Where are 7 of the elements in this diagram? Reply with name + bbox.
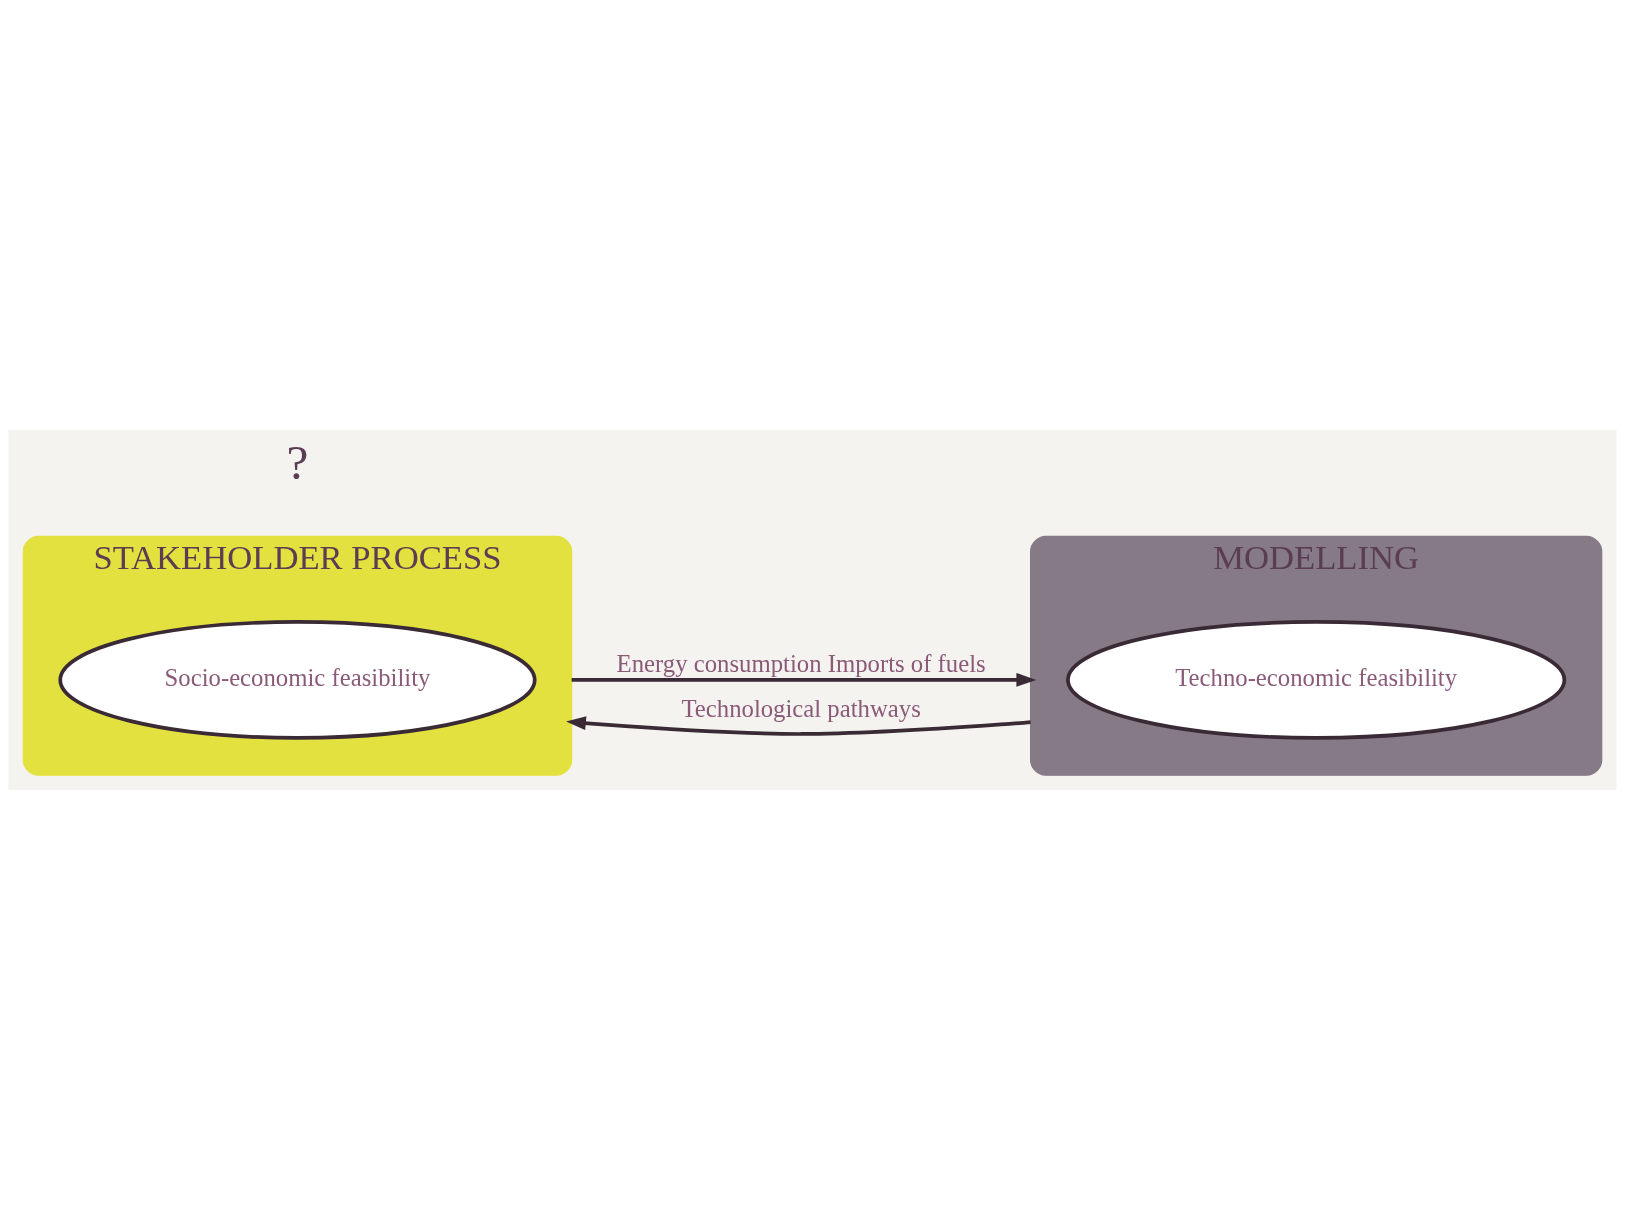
node-ellipse: Techno-economic feasibility <box>1066 619 1567 740</box>
edge-label: Technological pathways <box>681 694 921 722</box>
arrow <box>571 672 1037 687</box>
edge-label: Energy consumption Imports of fuels <box>616 649 986 677</box>
node-ellipse: Socio-economic feasibility <box>58 619 537 740</box>
label: ? <box>286 434 309 490</box>
arrow <box>566 715 1031 736</box>
